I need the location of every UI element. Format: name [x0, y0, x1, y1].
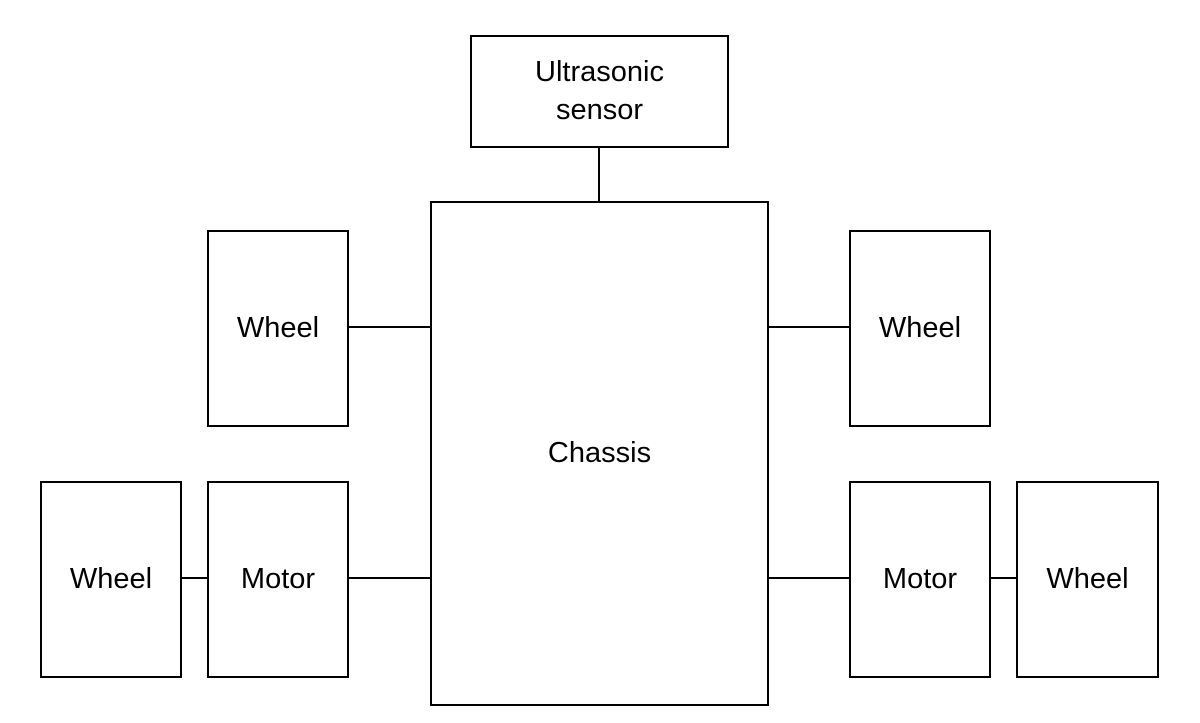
motor-right-label: Motor [882, 562, 958, 595]
motor-left-label: Motor [240, 562, 316, 595]
ultrasonic-sensor-label: Ultrasonic sensor [535, 55, 664, 126]
wheel-top-right-label: Wheel [878, 311, 962, 344]
chassis-box: Chassis [430, 201, 769, 706]
chassis-label: Chassis [547, 436, 652, 469]
wheel-top-right-box: Wheel [849, 230, 991, 427]
wheel-bottom-left-box: Wheel [40, 481, 182, 678]
wheel-bottom-left-label: Wheel [69, 562, 153, 595]
wheel-top-left-label: Wheel [236, 311, 320, 344]
motor-left-box: Motor [207, 481, 349, 678]
wheel-bottom-right-box: Wheel [1016, 481, 1159, 678]
wheel-bottom-right-label: Wheel [1046, 562, 1129, 595]
wheel-top-left-box: Wheel [207, 230, 349, 427]
ultrasonic-sensor-box: Ultrasonic sensor [470, 35, 729, 148]
motor-right-box: Motor [849, 481, 991, 678]
